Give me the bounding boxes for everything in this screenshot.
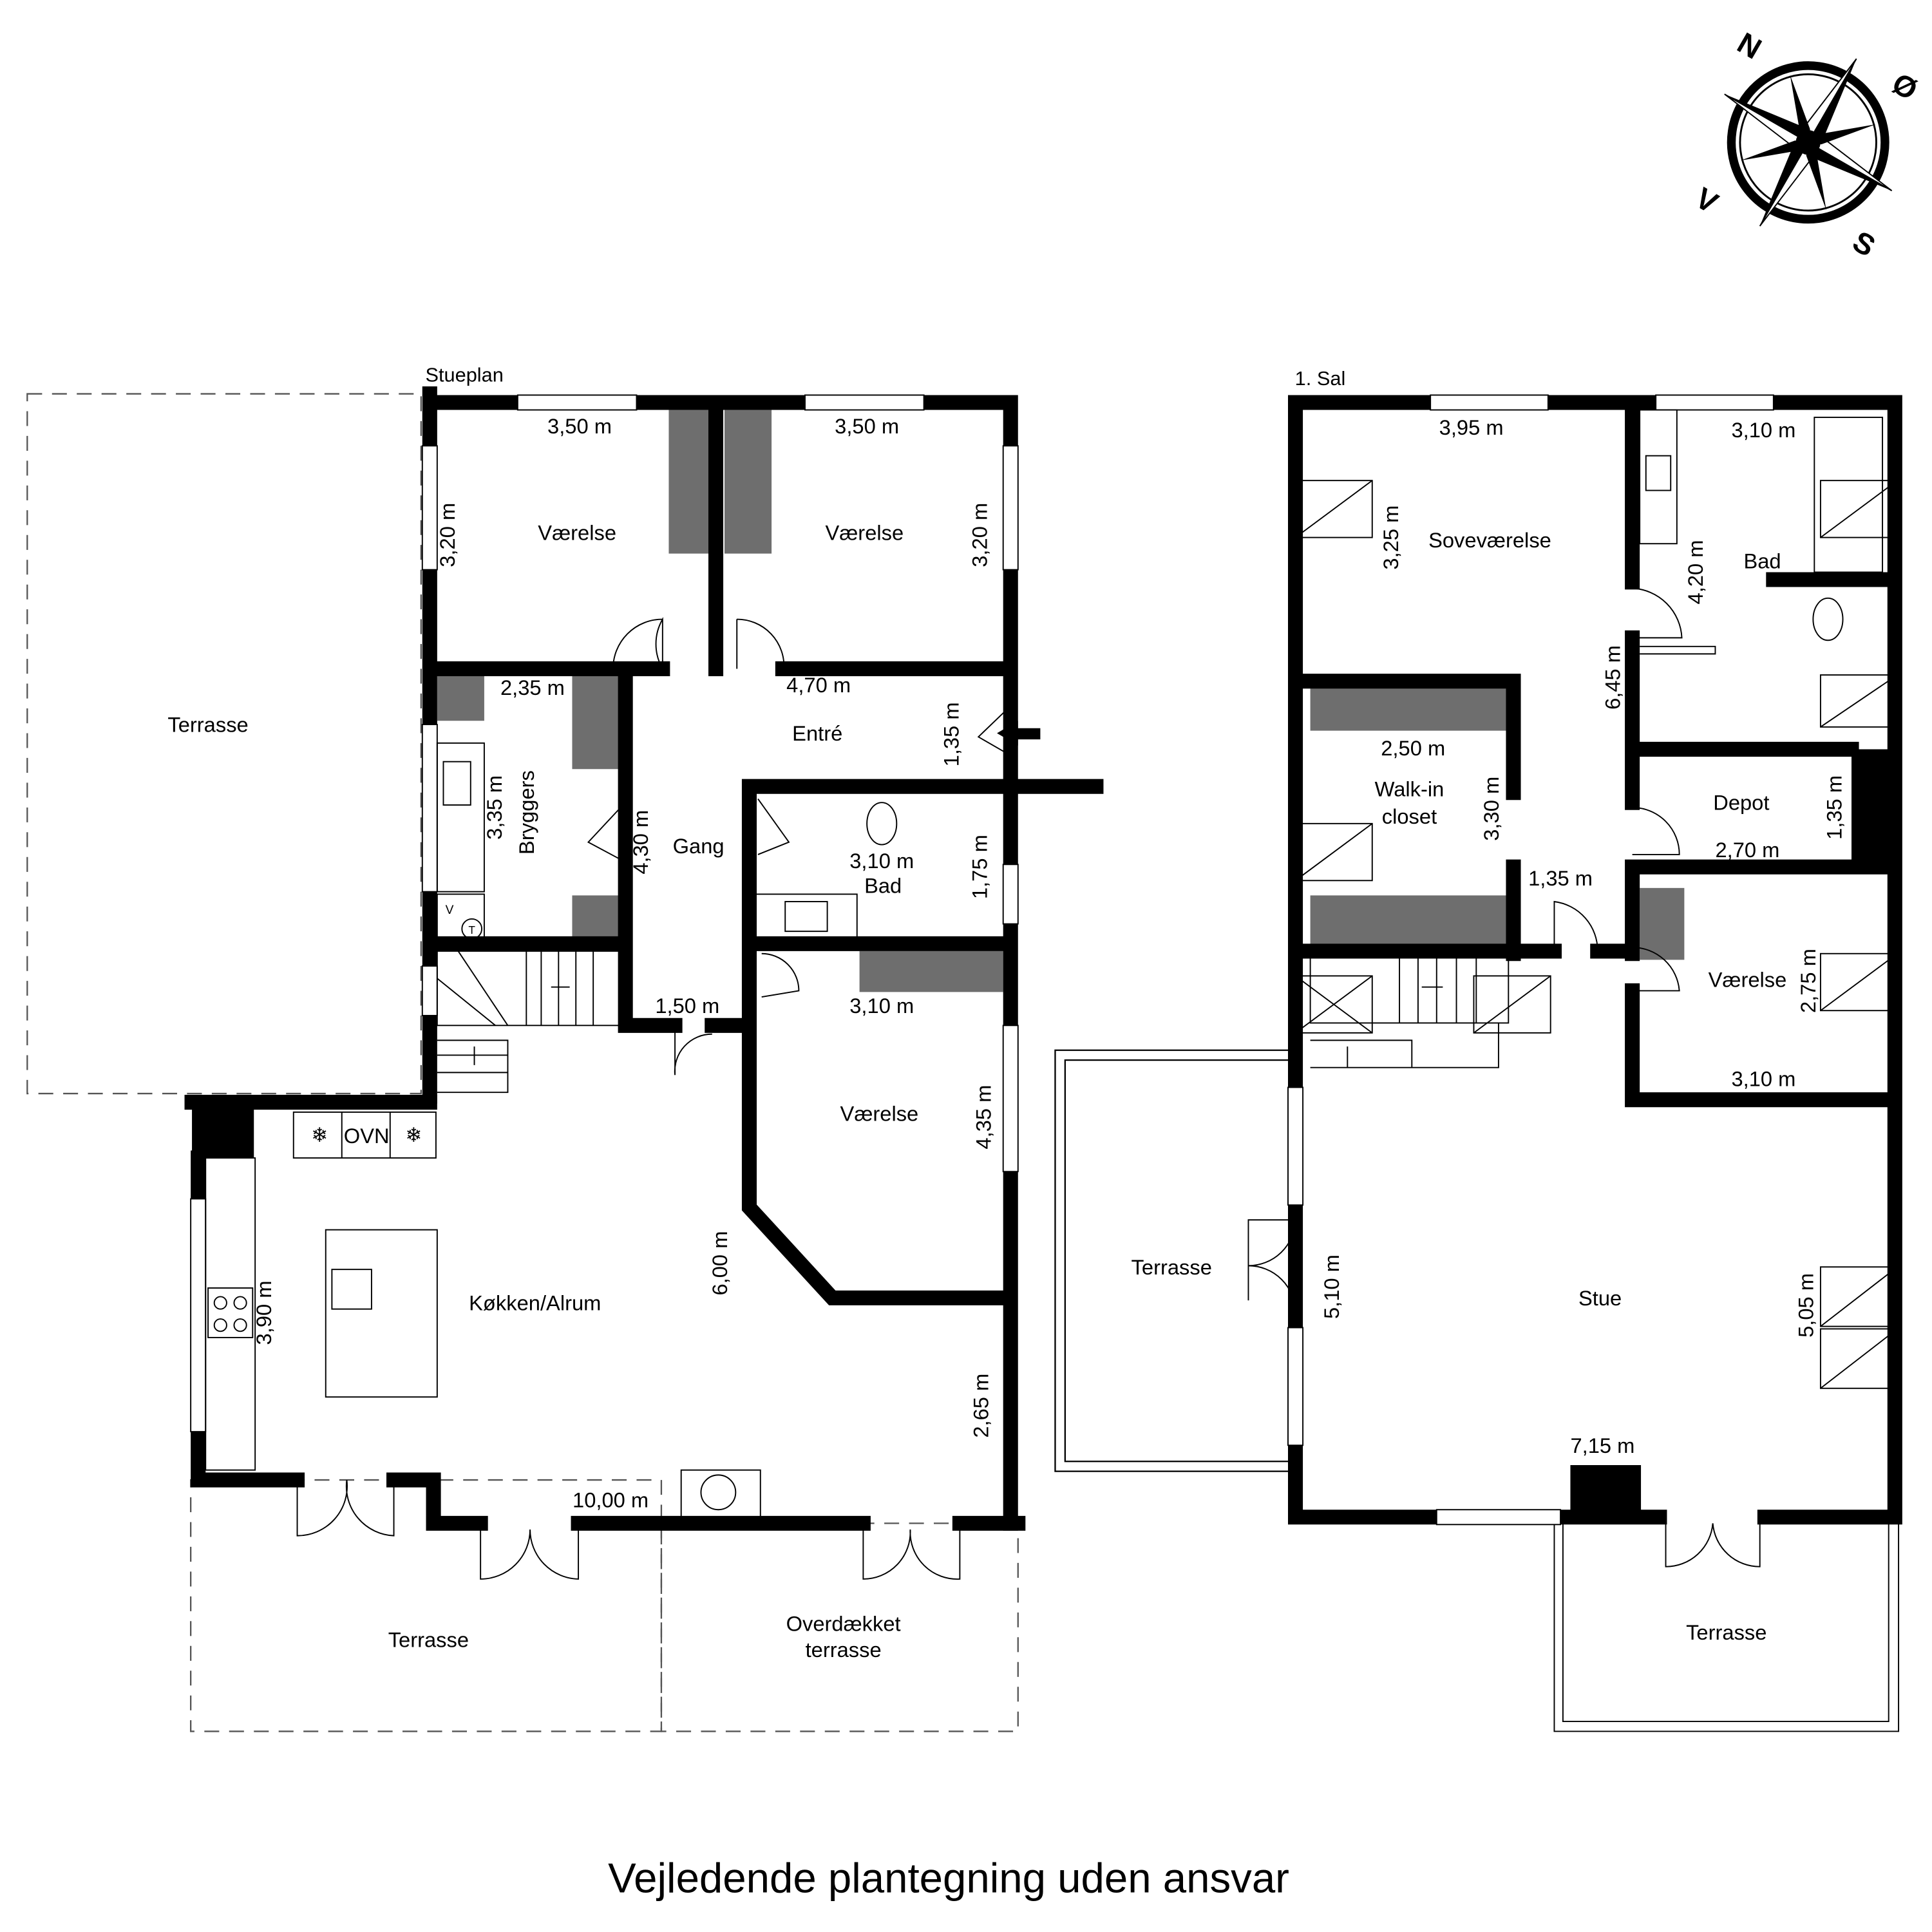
compass-north-label: N bbox=[1732, 26, 1767, 66]
room-label: Stue bbox=[1578, 1286, 1622, 1310]
dimension-label: 5,10 m bbox=[1320, 1255, 1343, 1319]
room-label: Overdækket bbox=[786, 1612, 901, 1636]
room-label: Terrasse bbox=[1686, 1620, 1766, 1644]
oven-label: OVN bbox=[344, 1124, 390, 1148]
dimension-label: 3,90 m bbox=[252, 1280, 276, 1345]
dimension-label: 3,50 m bbox=[547, 414, 612, 438]
dimension-label: 4,30 m bbox=[629, 810, 652, 875]
dimension-label: 3,95 m bbox=[1439, 415, 1504, 439]
dimension-label: 3,50 m bbox=[835, 414, 899, 438]
dimension-label: 10,00 m bbox=[573, 1488, 649, 1511]
room-label: Soveværelse bbox=[1428, 528, 1551, 552]
dimension-label: 3,10 m bbox=[1731, 1067, 1795, 1091]
compass-south-label: S bbox=[1847, 224, 1881, 263]
dimension-label: 3,25 m bbox=[1379, 506, 1403, 570]
room-label: Køkken/Alrum bbox=[469, 1291, 601, 1315]
room-label: Værelse bbox=[538, 520, 616, 544]
washer-icon: V bbox=[446, 904, 454, 917]
dimension-label: 3,10 m bbox=[849, 849, 914, 873]
dimension-label: 3,30 m bbox=[1479, 777, 1503, 841]
chimney bbox=[1570, 1465, 1642, 1517]
utility-sink-icon bbox=[442, 761, 471, 806]
dimension-label: 2,75 m bbox=[1796, 949, 1820, 1013]
dimension-label: 4,20 m bbox=[1683, 540, 1707, 604]
dimension-label: 1,35 m bbox=[1823, 775, 1846, 840]
room-label: Walk-in bbox=[1375, 777, 1444, 801]
staircase bbox=[1309, 955, 1510, 1068]
room-label: Terrasse bbox=[1132, 1255, 1212, 1279]
compass-east-label: Ø bbox=[1886, 66, 1923, 107]
stove-icon bbox=[207, 1287, 254, 1338]
dimension-label: 6,45 m bbox=[1600, 645, 1624, 710]
kitchen-counter bbox=[292, 1111, 437, 1159]
dimension-label: 3,20 m bbox=[968, 503, 992, 567]
toilet-icon bbox=[866, 802, 898, 846]
dimension-label: 3,35 m bbox=[482, 775, 506, 840]
disclaimer-caption: Vejledende plantegning uden ansvar bbox=[608, 1854, 1289, 1901]
dimension-label: 2,65 m bbox=[969, 1374, 993, 1438]
room-label: closet bbox=[1382, 804, 1437, 828]
room-label: Bad bbox=[1743, 549, 1781, 573]
bath-sink-icon bbox=[1645, 455, 1672, 491]
dryer-icon bbox=[461, 918, 483, 940]
room-label: Bad bbox=[864, 874, 902, 898]
dimension-label: 1,75 m bbox=[968, 835, 992, 899]
dimension-label: 1,35 m bbox=[1528, 866, 1593, 890]
compass-west-label: V bbox=[1690, 181, 1724, 220]
dimension-label: 3,10 m bbox=[849, 994, 914, 1018]
dimension-label: 6,00 m bbox=[708, 1231, 732, 1296]
room-label: Entré bbox=[792, 721, 842, 745]
room-label: Gang bbox=[673, 834, 724, 858]
dimension-label: 3,10 m bbox=[1731, 418, 1795, 442]
svg-text:T: T bbox=[468, 923, 475, 936]
first-floor-plan: 1. Sal Soveværelse 3,95 m 3,25 m 6,45 m … bbox=[1054, 367, 1902, 1732]
terrace-west-outline bbox=[26, 393, 422, 1095]
room-label: Depot bbox=[1713, 791, 1769, 815]
room-label: Terrasse bbox=[388, 1628, 469, 1652]
freezer-icon: ❄ bbox=[311, 1124, 328, 1146]
dimension-label: 5,05 m bbox=[1794, 1273, 1817, 1338]
dimension-label: 4,70 m bbox=[786, 673, 851, 697]
ground-floor-title: Stueplan bbox=[425, 363, 503, 386]
ground-floor-plan: ❄ ❄ OVN V T Stueplan Værelse 3,50 m 3,20… bbox=[26, 363, 1104, 1732]
dimension-label: 3,20 m bbox=[435, 503, 459, 567]
bath-sink-icon bbox=[784, 901, 828, 933]
staircase bbox=[436, 950, 620, 1094]
room-label: Bryggers bbox=[515, 770, 538, 855]
fireplace-icon bbox=[680, 1469, 761, 1518]
room-label: Værelse bbox=[825, 520, 904, 544]
dimension-label: 7,15 m bbox=[1570, 1434, 1634, 1457]
fridge-icon: ❄ bbox=[405, 1124, 422, 1146]
room-label: terrasse bbox=[806, 1638, 882, 1662]
bathtub-icon bbox=[1814, 417, 1884, 573]
kitchen-island bbox=[325, 1229, 438, 1398]
compass-rose-icon bbox=[1724, 58, 1893, 227]
entrance-arrow-icon bbox=[997, 721, 1041, 746]
dimension-label: 1,35 m bbox=[939, 702, 963, 766]
room-label: Værelse bbox=[840, 1101, 919, 1125]
skylight-icons bbox=[1294, 480, 1899, 1389]
dimension-label: 4,35 m bbox=[971, 1085, 995, 1150]
room-label: Værelse bbox=[1709, 968, 1787, 992]
first-floor-title: 1. Sal bbox=[1295, 367, 1346, 390]
sink-icon bbox=[331, 1269, 372, 1310]
room-label: Terrasse bbox=[167, 713, 248, 737]
toilet-icon bbox=[1812, 597, 1844, 641]
dimension-label: 2,50 m bbox=[1381, 736, 1445, 760]
dimension-label: 2,70 m bbox=[1715, 838, 1779, 862]
dimension-label: 2,35 m bbox=[500, 676, 565, 699]
dimension-label: 1,50 m bbox=[655, 994, 719, 1018]
